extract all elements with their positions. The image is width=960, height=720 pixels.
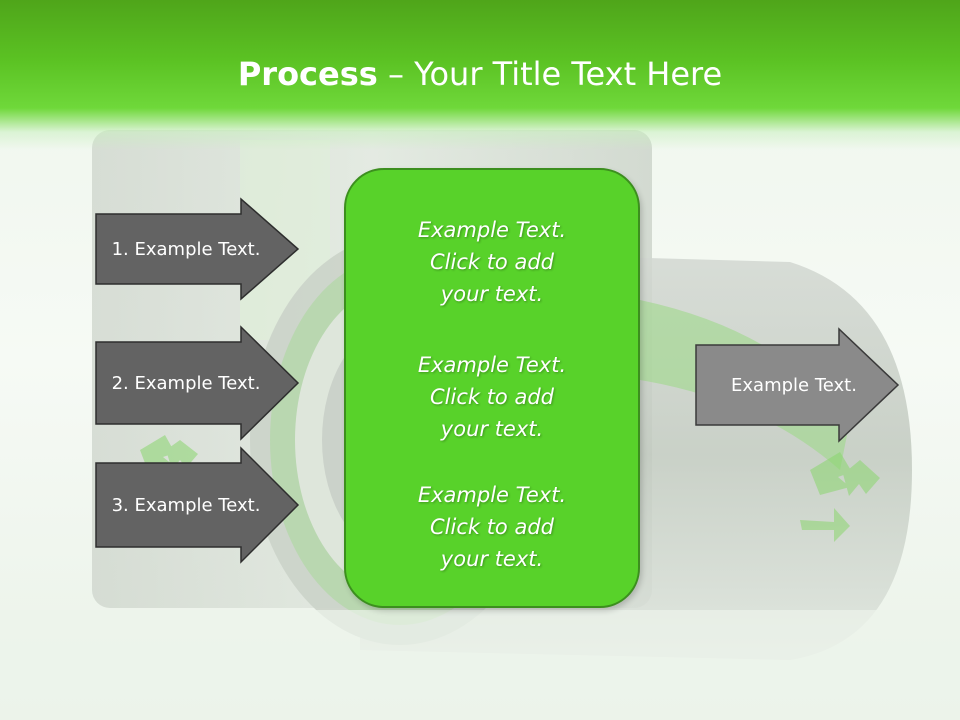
center-text-block-1[interactable]: Example Text. Click to add your text. <box>417 218 567 306</box>
arrow-shape-icon <box>95 197 300 301</box>
step-arrow-label: 2. Example Text. <box>111 372 261 394</box>
title-rest: – Your Title Text Here <box>377 55 723 93</box>
center-text-block-3[interactable]: Example Text. Click to add your text. <box>417 483 567 571</box>
slide-title[interactable]: Process – Your Title Text Here <box>0 52 960 96</box>
arrow-shape-icon <box>95 325 300 441</box>
title-bar <box>0 0 960 150</box>
center-text-box[interactable]: Example Text. Click to add your text. Ex… <box>344 168 640 608</box>
result-arrow[interactable]: Example Text. <box>695 327 900 443</box>
arrow-shape-icon <box>695 327 900 443</box>
step-arrow-2[interactable]: 2. Example Text. <box>95 325 300 441</box>
step-arrow-label: 3. Example Text. <box>111 494 261 516</box>
result-arrow-label: Example Text. <box>731 374 857 396</box>
step-arrow-label: 1. Example Text. <box>111 238 261 260</box>
center-text-block-2[interactable]: Example Text. Click to add your text. <box>417 353 567 441</box>
title-bold: Process <box>237 55 378 93</box>
step-arrow-1[interactable]: 1. Example Text. <box>95 197 300 301</box>
arrow-shape-icon <box>95 446 300 564</box>
step-arrow-3[interactable]: 3. Example Text. <box>95 446 300 564</box>
